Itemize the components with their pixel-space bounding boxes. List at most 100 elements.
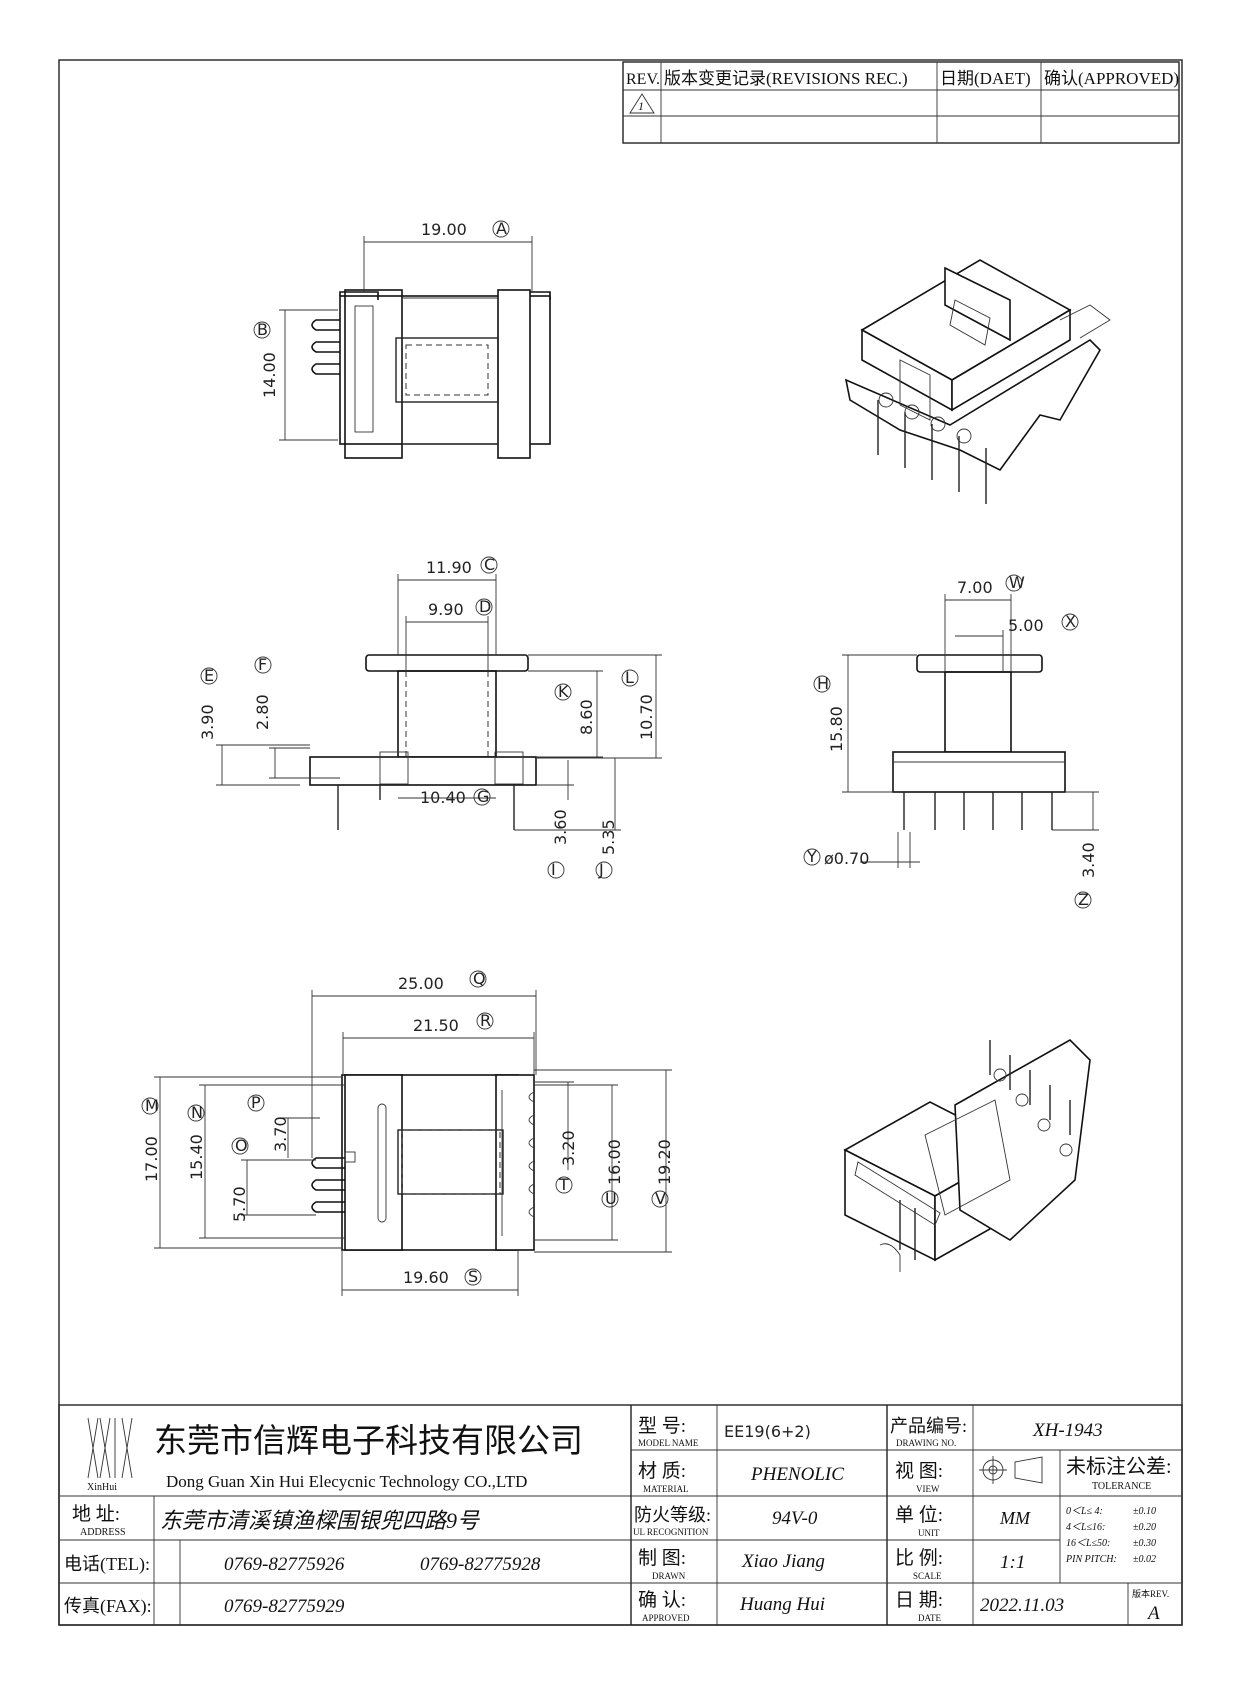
side-view-pins — [903, 792, 1053, 830]
drawn-value: Xiao Jiang — [741, 1551, 825, 1572]
dim-b-tag: B — [257, 320, 268, 339]
fax-value: 0769-82775929 — [224, 1596, 345, 1617]
dim-c-value: 11.90 — [426, 558, 472, 577]
dim-w-tag: W — [1009, 573, 1025, 592]
isometric-pins-1 — [877, 392, 987, 504]
unit-label-en: UNIT — [918, 1528, 940, 1538]
dim-e-value: 3.90 — [198, 704, 217, 740]
dim-g-value: 10.40 — [420, 788, 466, 807]
dim-k-value: 8.60 — [577, 699, 596, 735]
tolerance-value-2: ±0.20 — [1133, 1522, 1156, 1533]
approved-value: Huang Hui — [739, 1594, 825, 1615]
dim-k-tag: K — [558, 682, 569, 701]
date-label-en: DATE — [918, 1613, 941, 1623]
revision-number: 1 — [638, 99, 644, 113]
tolerance-label: 未标注公差: — [1066, 1455, 1172, 1478]
bottom-view-pins-right — [528, 1091, 535, 1218]
dim-m-tag: M — [145, 1096, 159, 1115]
revision-triangle-icon — [629, 93, 655, 114]
tolerance-range-1: 0＜L≤ 4: — [1066, 1506, 1103, 1517]
dim-d-tag: D — [479, 597, 491, 616]
ul-label-en: UL RECOGNITION — [633, 1527, 709, 1537]
rev-value: A — [1146, 1603, 1160, 1624]
dim-z-tag: Z — [1078, 890, 1089, 909]
isometric-view-top — [844, 259, 1111, 504]
dim-r-value: 21.50 — [413, 1016, 459, 1035]
dim-a-value: 19.00 — [421, 220, 467, 239]
model-label: 型 号: — [638, 1415, 686, 1437]
dim-t-tag: T — [558, 1175, 569, 1194]
dim-f-value: 2.80 — [253, 694, 272, 730]
dim-f-tag: F — [258, 655, 267, 674]
drawn-label-en: DRAWN — [652, 1571, 686, 1581]
address-value: 东莞市清溪镇渔樑围银兜四路9号 — [160, 1508, 480, 1533]
dim-y-value: ø0.70 — [824, 849, 869, 868]
projection-symbol-icon — [979, 1456, 1043, 1484]
rev-label: 版本REV. — [1132, 1588, 1169, 1599]
approved-label: 确 认: — [638, 1589, 686, 1611]
address-label: 地 址: — [72, 1503, 120, 1525]
record-col-header: 版本变更记录(REVISIONS REC.) — [664, 69, 908, 88]
material-label: 材 质: — [638, 1460, 686, 1482]
dim-d-value: 9.90 — [428, 600, 464, 619]
tel-value-2: 0769-82775928 — [420, 1554, 541, 1575]
dim-u-value: 16.00 — [605, 1139, 624, 1185]
dim-h-value: 15.80 — [827, 706, 846, 752]
dim-l-value: 10.70 — [637, 694, 656, 740]
title-block: XinHui 东莞市信辉电子科技有限公司 Dong Guan Xin Hui E… — [58, 1404, 1183, 1626]
dim-o-value: 5.70 — [230, 1186, 249, 1222]
dim-j-tag: J — [598, 860, 604, 879]
top-view: 19.00 A 14.00 B — [253, 219, 551, 459]
dim-v-value: 19.20 — [655, 1139, 674, 1185]
model-value: EE19(6+2) — [724, 1422, 811, 1441]
view-label: 视 图: — [895, 1460, 943, 1482]
dim-l-tag: L — [625, 668, 634, 687]
revision-table: REV. 版本变更记录(REVISIONS REC.) 日期(DAET) 确认(… — [622, 61, 1180, 144]
bottom-view: 25.00 Q 21.50 R 17.00 M 15.40 N 3.70 P 5 — [141, 969, 674, 1296]
model-label-en: MODEL NAME — [638, 1438, 699, 1448]
dim-x-tag: X — [1065, 612, 1076, 631]
dim-j-value: 5.35 — [599, 819, 618, 855]
approved-col-header: 确认(APPROVED) — [1044, 69, 1179, 88]
tolerance-value-3: ±0.30 — [1133, 1538, 1156, 1549]
company-name-cn: 东莞市信辉电子科技有限公司 — [154, 1423, 583, 1460]
dim-u-tag: U — [605, 1189, 617, 1208]
dim-n-value: 15.40 — [187, 1134, 206, 1180]
dim-a-tag: A — [496, 219, 507, 238]
dim-q-tag: Q — [473, 969, 486, 988]
tolerance-value-1: ±0.10 — [1133, 1506, 1156, 1517]
side-view: 7.00 W 5.00 X 15.80 H Y ø0.70 3.40 Z — [803, 573, 1099, 909]
drawing-no-label-en: DRAWING NO. — [896, 1438, 956, 1448]
dim-q-value: 25.00 — [398, 974, 444, 993]
dim-w-value: 7.00 — [957, 578, 993, 597]
tolerance-label-en: TOLERANCE — [1092, 1481, 1151, 1492]
tolerance-range-4: PIN PITCH: — [1065, 1554, 1117, 1565]
dim-s-tag: S — [468, 1267, 478, 1286]
dim-b-value: 14.00 — [260, 352, 279, 398]
dim-h-tag: H — [817, 674, 829, 693]
dim-o-tag: O — [235, 1136, 248, 1155]
dim-z-value: 3.40 — [1079, 842, 1098, 878]
ul-label: 防火等级: — [634, 1505, 711, 1525]
rev-col-header: REV. — [626, 71, 660, 88]
front-view: 11.90 C 9.90 D 3.90 E 2.80 F 10.40 G 8.6… — [198, 555, 662, 879]
scale-value: 1:1 — [1000, 1552, 1025, 1573]
dim-p-tag: P — [251, 1093, 261, 1112]
bottom-view-pins-left — [311, 1151, 356, 1213]
dim-i-tag: I — [551, 860, 556, 879]
ul-value: 94V-0 — [772, 1508, 818, 1529]
dim-m-value: 17.00 — [142, 1136, 161, 1182]
scale-label: 比 例: — [895, 1547, 943, 1569]
drawing-no-label: 产品编号: — [890, 1416, 967, 1436]
dim-c-tag: C — [484, 555, 495, 574]
date-value: 2022.11.03 — [980, 1595, 1064, 1616]
address-label-en: ADDRESS — [80, 1527, 126, 1538]
dim-t-value: 3.20 — [559, 1130, 578, 1166]
unit-value: MM — [999, 1508, 1031, 1528]
logo-text: XinHui — [87, 1482, 117, 1493]
drawn-label: 制 图: — [638, 1547, 686, 1569]
drawing-no-value: XH-1943 — [1032, 1420, 1103, 1441]
view-label-en: VIEW — [916, 1484, 940, 1494]
dim-p-value: 3.70 — [271, 1116, 290, 1152]
